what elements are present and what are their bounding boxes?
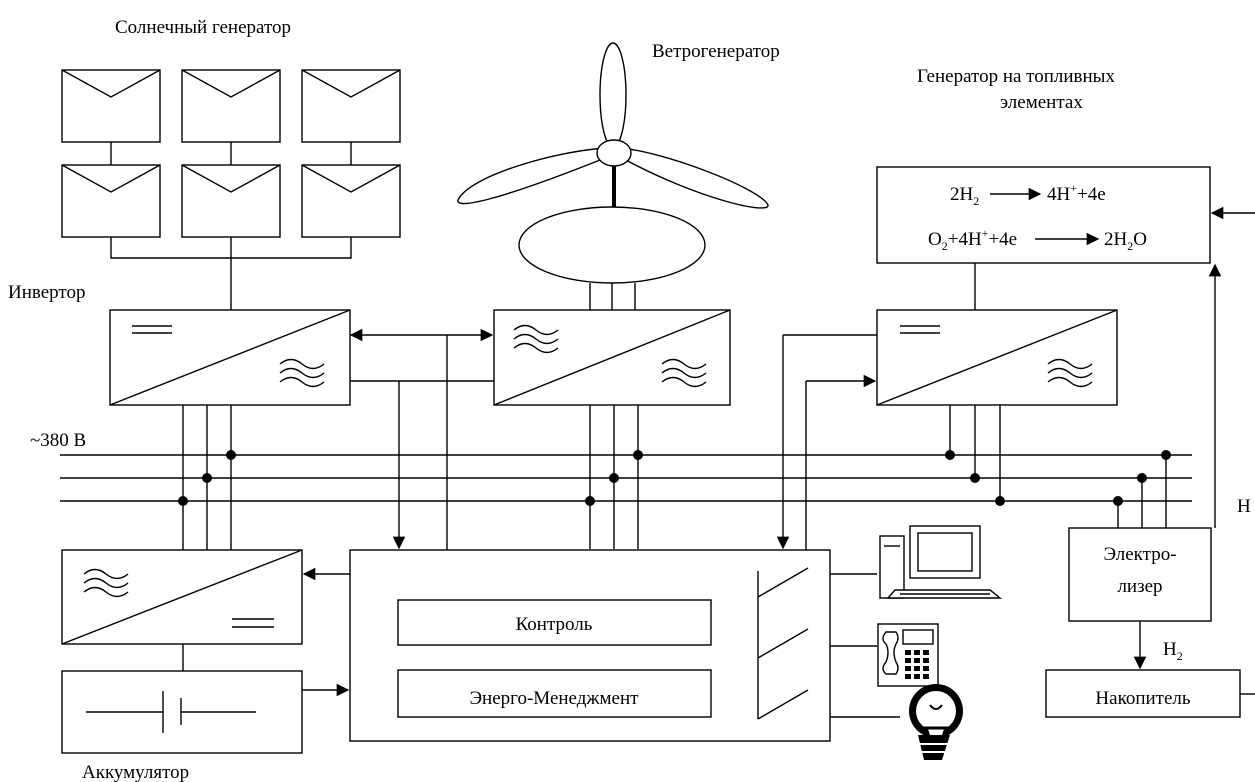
ac-bus-380v bbox=[60, 454, 1192, 502]
reaction-1-right: 4H++4e bbox=[1047, 181, 1106, 205]
electrolyzer-label-line2: лизер bbox=[1117, 576, 1162, 597]
light-bulb-icon bbox=[909, 684, 963, 760]
electrolyzer-label-line1: Электро- bbox=[1103, 544, 1176, 565]
solar-generator-label: Солнечный генератор bbox=[115, 17, 291, 38]
solar-panel bbox=[181, 164, 281, 238]
energy-management-label: Энерго-Менеджмент bbox=[470, 688, 640, 709]
reaction-1-left: 2H2 bbox=[950, 184, 979, 208]
energy-management-block bbox=[397, 669, 712, 718]
reaction-2-left: O2+4H++4e bbox=[928, 226, 1017, 253]
fuel-cell-inverter bbox=[876, 309, 1118, 406]
battery-label: Аккумулятор bbox=[82, 762, 189, 782]
fuel-cell-box: 2H2 4H++4e O2+4H++4e 2H2O bbox=[876, 166, 1211, 264]
fuel-cell-label-line1: Генератор на топливных bbox=[917, 66, 1115, 87]
wind-turbine-icon bbox=[457, 42, 769, 310]
inverter-label: Инвертор bbox=[8, 282, 85, 303]
battery bbox=[61, 670, 303, 754]
solar-panel bbox=[61, 164, 161, 238]
bus-voltage-label: ~380 В bbox=[30, 430, 86, 451]
telephone-icon bbox=[877, 623, 939, 687]
solar-inverter bbox=[109, 309, 351, 406]
solar-panel bbox=[181, 69, 281, 143]
solar-panel-icon bbox=[61, 69, 401, 310]
battery-inverter bbox=[61, 549, 303, 645]
h2-label: H2 bbox=[1163, 639, 1183, 663]
control-block bbox=[397, 599, 712, 646]
solar-panel bbox=[301, 164, 401, 238]
electrolyzer: Электро- лизер bbox=[1068, 527, 1212, 622]
h-cut-label: H bbox=[1237, 496, 1251, 517]
hydrogen-storage: Накопитель bbox=[1045, 669, 1241, 718]
wind-inverter bbox=[493, 309, 731, 406]
control-label: Контроль bbox=[516, 614, 593, 635]
controller-box: Контроль Энерго-Менеджмент bbox=[349, 549, 831, 742]
fuel-cell-label-line2: элементах bbox=[1000, 92, 1083, 113]
wind-generator-label: Ветрогенератор bbox=[652, 41, 780, 62]
computer-icon bbox=[879, 525, 1002, 599]
solar-panel bbox=[301, 69, 401, 143]
reaction-2-right: 2H2O bbox=[1104, 229, 1147, 253]
solar-panel bbox=[61, 69, 161, 143]
storage-label: Накопитель bbox=[1095, 688, 1190, 709]
